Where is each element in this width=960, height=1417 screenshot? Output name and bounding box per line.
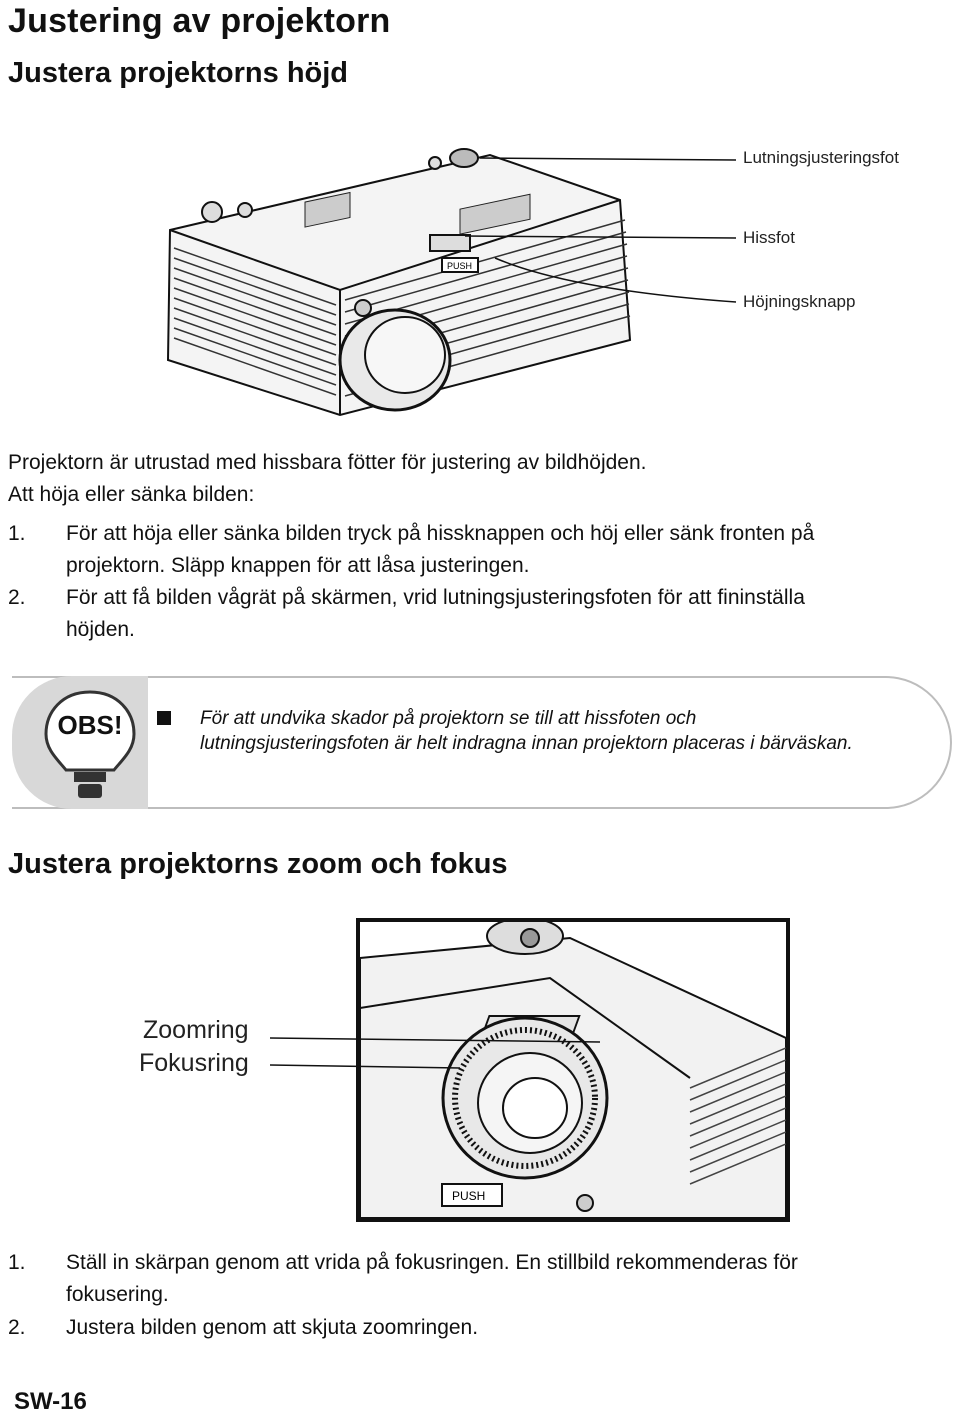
callout-zoom-ring: Zoomring bbox=[143, 1016, 249, 1044]
intro-line-1: Projektorn är utrustad med hissbara fött… bbox=[8, 451, 647, 474]
step-text: För att få bilden vågrät på skärmen, vri… bbox=[66, 582, 946, 646]
projector-lens-illustration: PUSH bbox=[269, 918, 790, 1222]
step-text: För att höja eller sänka bilden tryck på… bbox=[66, 518, 946, 582]
step-number: 1. bbox=[8, 522, 26, 545]
step-line: Ställ in skärpan genom att vrida på foku… bbox=[66, 1251, 798, 1274]
page-number: SW-16 bbox=[14, 1388, 87, 1415]
lightbulb-icon: OBS! bbox=[44, 690, 136, 798]
push-label-top: PUSH bbox=[447, 261, 472, 271]
note-text: För att undvika skador på projektorn se … bbox=[200, 706, 945, 756]
step-line: För att höja eller sänka bilden tryck på… bbox=[66, 522, 815, 545]
step-number: 1. bbox=[8, 1251, 26, 1274]
callout-tilt-foot: Lutningsjusteringsfot bbox=[743, 148, 899, 167]
step-line: fokusering. bbox=[66, 1283, 169, 1306]
step-number: 2. bbox=[8, 1316, 26, 1339]
callout-elevator-button: Höjningsknapp bbox=[743, 292, 856, 311]
step-number: 2. bbox=[8, 586, 26, 609]
step-text: Justera bilden genom att skjuta zoomring… bbox=[66, 1312, 946, 1344]
callout-elevator-foot: Hissfot bbox=[743, 228, 795, 247]
step-line: höjden. bbox=[66, 618, 135, 641]
push-label-bottom: PUSH bbox=[452, 1189, 485, 1203]
page-title: Justering av projektorn bbox=[8, 2, 391, 40]
step-line: projektorn. Släpp knappen för att låsa j… bbox=[66, 554, 530, 577]
note-line: För att undvika skador på projektorn se … bbox=[200, 708, 697, 729]
step-line: För att få bilden vågrät på skärmen, vri… bbox=[66, 586, 805, 609]
intro-line-2: Att höja eller sänka bilden: bbox=[8, 483, 255, 506]
section-heading-zoom: Justera projektorns zoom och fokus bbox=[8, 848, 508, 880]
step-line: Justera bilden genom att skjuta zoomring… bbox=[66, 1316, 479, 1339]
callout-focus-ring: Fokusring bbox=[139, 1049, 249, 1077]
note-bullet bbox=[157, 711, 171, 725]
note-line: lutningsjusteringsfoten är helt indragna… bbox=[200, 733, 853, 754]
note-badge: OBS! bbox=[58, 710, 123, 740]
note-box bbox=[12, 676, 952, 809]
step-text: Ställ in skärpan genom att vrida på foku… bbox=[66, 1247, 946, 1311]
section-heading-height: Justera projektorns höjd bbox=[8, 57, 349, 89]
projector-bottom-illustration: PUSH bbox=[166, 148, 737, 417]
